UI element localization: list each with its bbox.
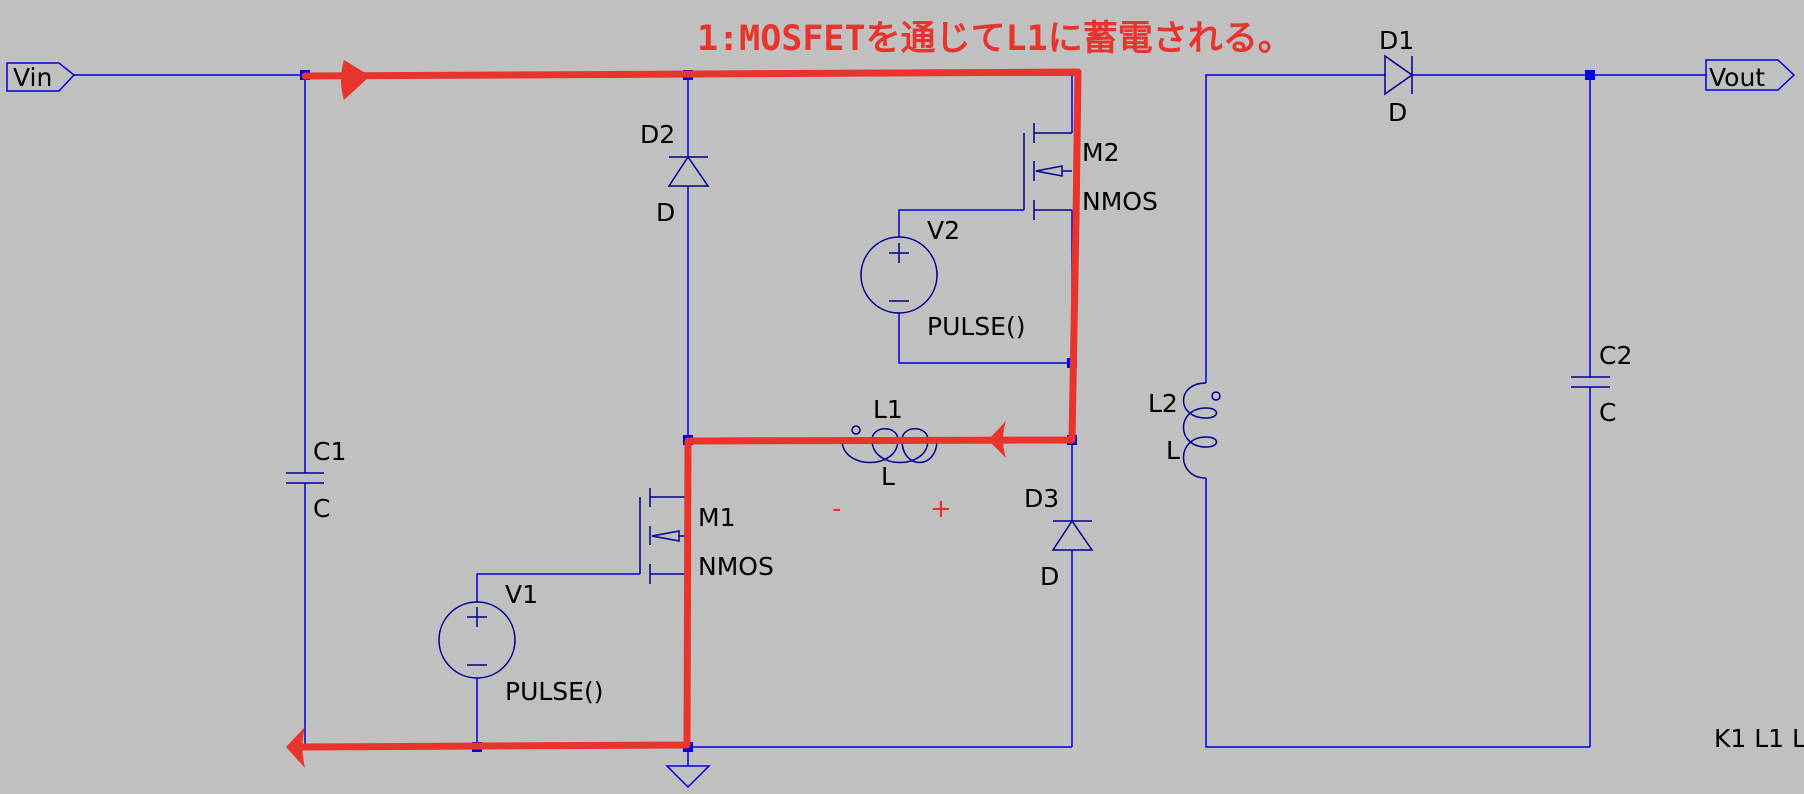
diode-triangle-icon (1384, 54, 1414, 96)
wire-l2-top[interactable] (1205, 74, 1385, 383)
diode-d1[interactable]: D1 D (1379, 26, 1414, 127)
junctions (300, 70, 1595, 752)
l2-value: L (1166, 436, 1180, 465)
d3-ref: D3 (1024, 484, 1059, 513)
diode-d3[interactable]: D3 D (1024, 484, 1094, 591)
port-flag-icon (1705, 59, 1796, 91)
v1-value: PULSE() (505, 677, 603, 706)
nmos-m1[interactable]: M1 NMOS (639, 488, 774, 584)
voltage-source-v1[interactable]: V1 PULSE() (438, 580, 603, 706)
inductor-dot-icon (851, 425, 861, 435)
m2-ref: M2 (1082, 138, 1119, 167)
polarity-minus-label: - (832, 494, 841, 524)
arrow-right-icon (341, 60, 370, 100)
ground-icon[interactable] (665, 765, 711, 789)
c1-ref: C1 (313, 437, 346, 466)
current-path-annotation: 1:MOSFETを通じてL1に蓄電される。 - + (286, 19, 1293, 768)
port-vout[interactable]: Vout (1705, 59, 1796, 92)
capacitor-c2[interactable]: C2 C (1571, 341, 1632, 427)
mosfet-arrow-icon (651, 530, 680, 542)
c2-value: C (1599, 398, 1616, 427)
wire-v1-gate[interactable] (476, 573, 640, 602)
d3-value: D (1040, 562, 1059, 591)
junction-dot (1585, 70, 1595, 80)
voltage-source-circle-icon (438, 601, 516, 679)
m1-ref: M1 (698, 503, 735, 532)
port-vout-label: Vout (1709, 63, 1765, 92)
inductor-coil-icon (841, 428, 938, 464)
capacitor-c1[interactable]: C1 C (286, 437, 346, 523)
port-flag-icon (6, 62, 76, 92)
wire-v2-gate[interactable] (898, 209, 1024, 237)
mosfet-arrow-icon (1035, 165, 1063, 177)
voltage-source-v2[interactable]: V2 PULSE() (860, 216, 1025, 341)
v2-ref: V2 (927, 216, 960, 245)
annotation-title: 1:MOSFETを通じてL1に蓄電される。 (697, 19, 1293, 59)
m2-value: NMOS (1082, 187, 1158, 216)
inductor-l2[interactable]: L2 L (1148, 382, 1221, 479)
diode-triangle-icon (1051, 519, 1094, 551)
polarity-plus-label: + (930, 494, 952, 524)
wire-l2-bottom[interactable] (1205, 478, 1590, 748)
current-path-line (296, 68, 1082, 751)
v2-value: PULSE() (927, 312, 1025, 341)
diode-d2[interactable]: D2 D (640, 120, 710, 227)
spice-directive[interactable]: K1 L1 L (1714, 724, 1804, 753)
nmos-m2[interactable]: M2 NMOS (1023, 123, 1158, 220)
voltage-source-circle-icon (860, 236, 938, 314)
diode-triangle-icon (667, 155, 710, 187)
wire-v2-return[interactable] (898, 313, 1072, 364)
inductor-dot-icon (1211, 391, 1221, 401)
arrow-left-icon (988, 421, 1006, 458)
port-vin[interactable]: Vin (6, 62, 76, 92)
d2-value: D (656, 198, 675, 227)
inductor-coil-icon (1182, 382, 1218, 479)
m1-value: NMOS (698, 552, 774, 581)
arrow-left-icon (286, 727, 305, 768)
d2-ref: D2 (640, 120, 675, 149)
d1-ref: D1 (1379, 26, 1414, 55)
l2-ref: L2 (1148, 389, 1178, 418)
l1-value: L (881, 462, 895, 491)
c2-ref: C2 (1599, 341, 1632, 370)
c1-value: C (313, 494, 330, 523)
inductor-l1[interactable]: L1 L (841, 395, 938, 491)
l1-ref: L1 (873, 395, 903, 424)
d1-value: D (1388, 98, 1407, 127)
port-vin-label: Vin (13, 63, 52, 92)
v1-ref: V1 (505, 580, 538, 609)
